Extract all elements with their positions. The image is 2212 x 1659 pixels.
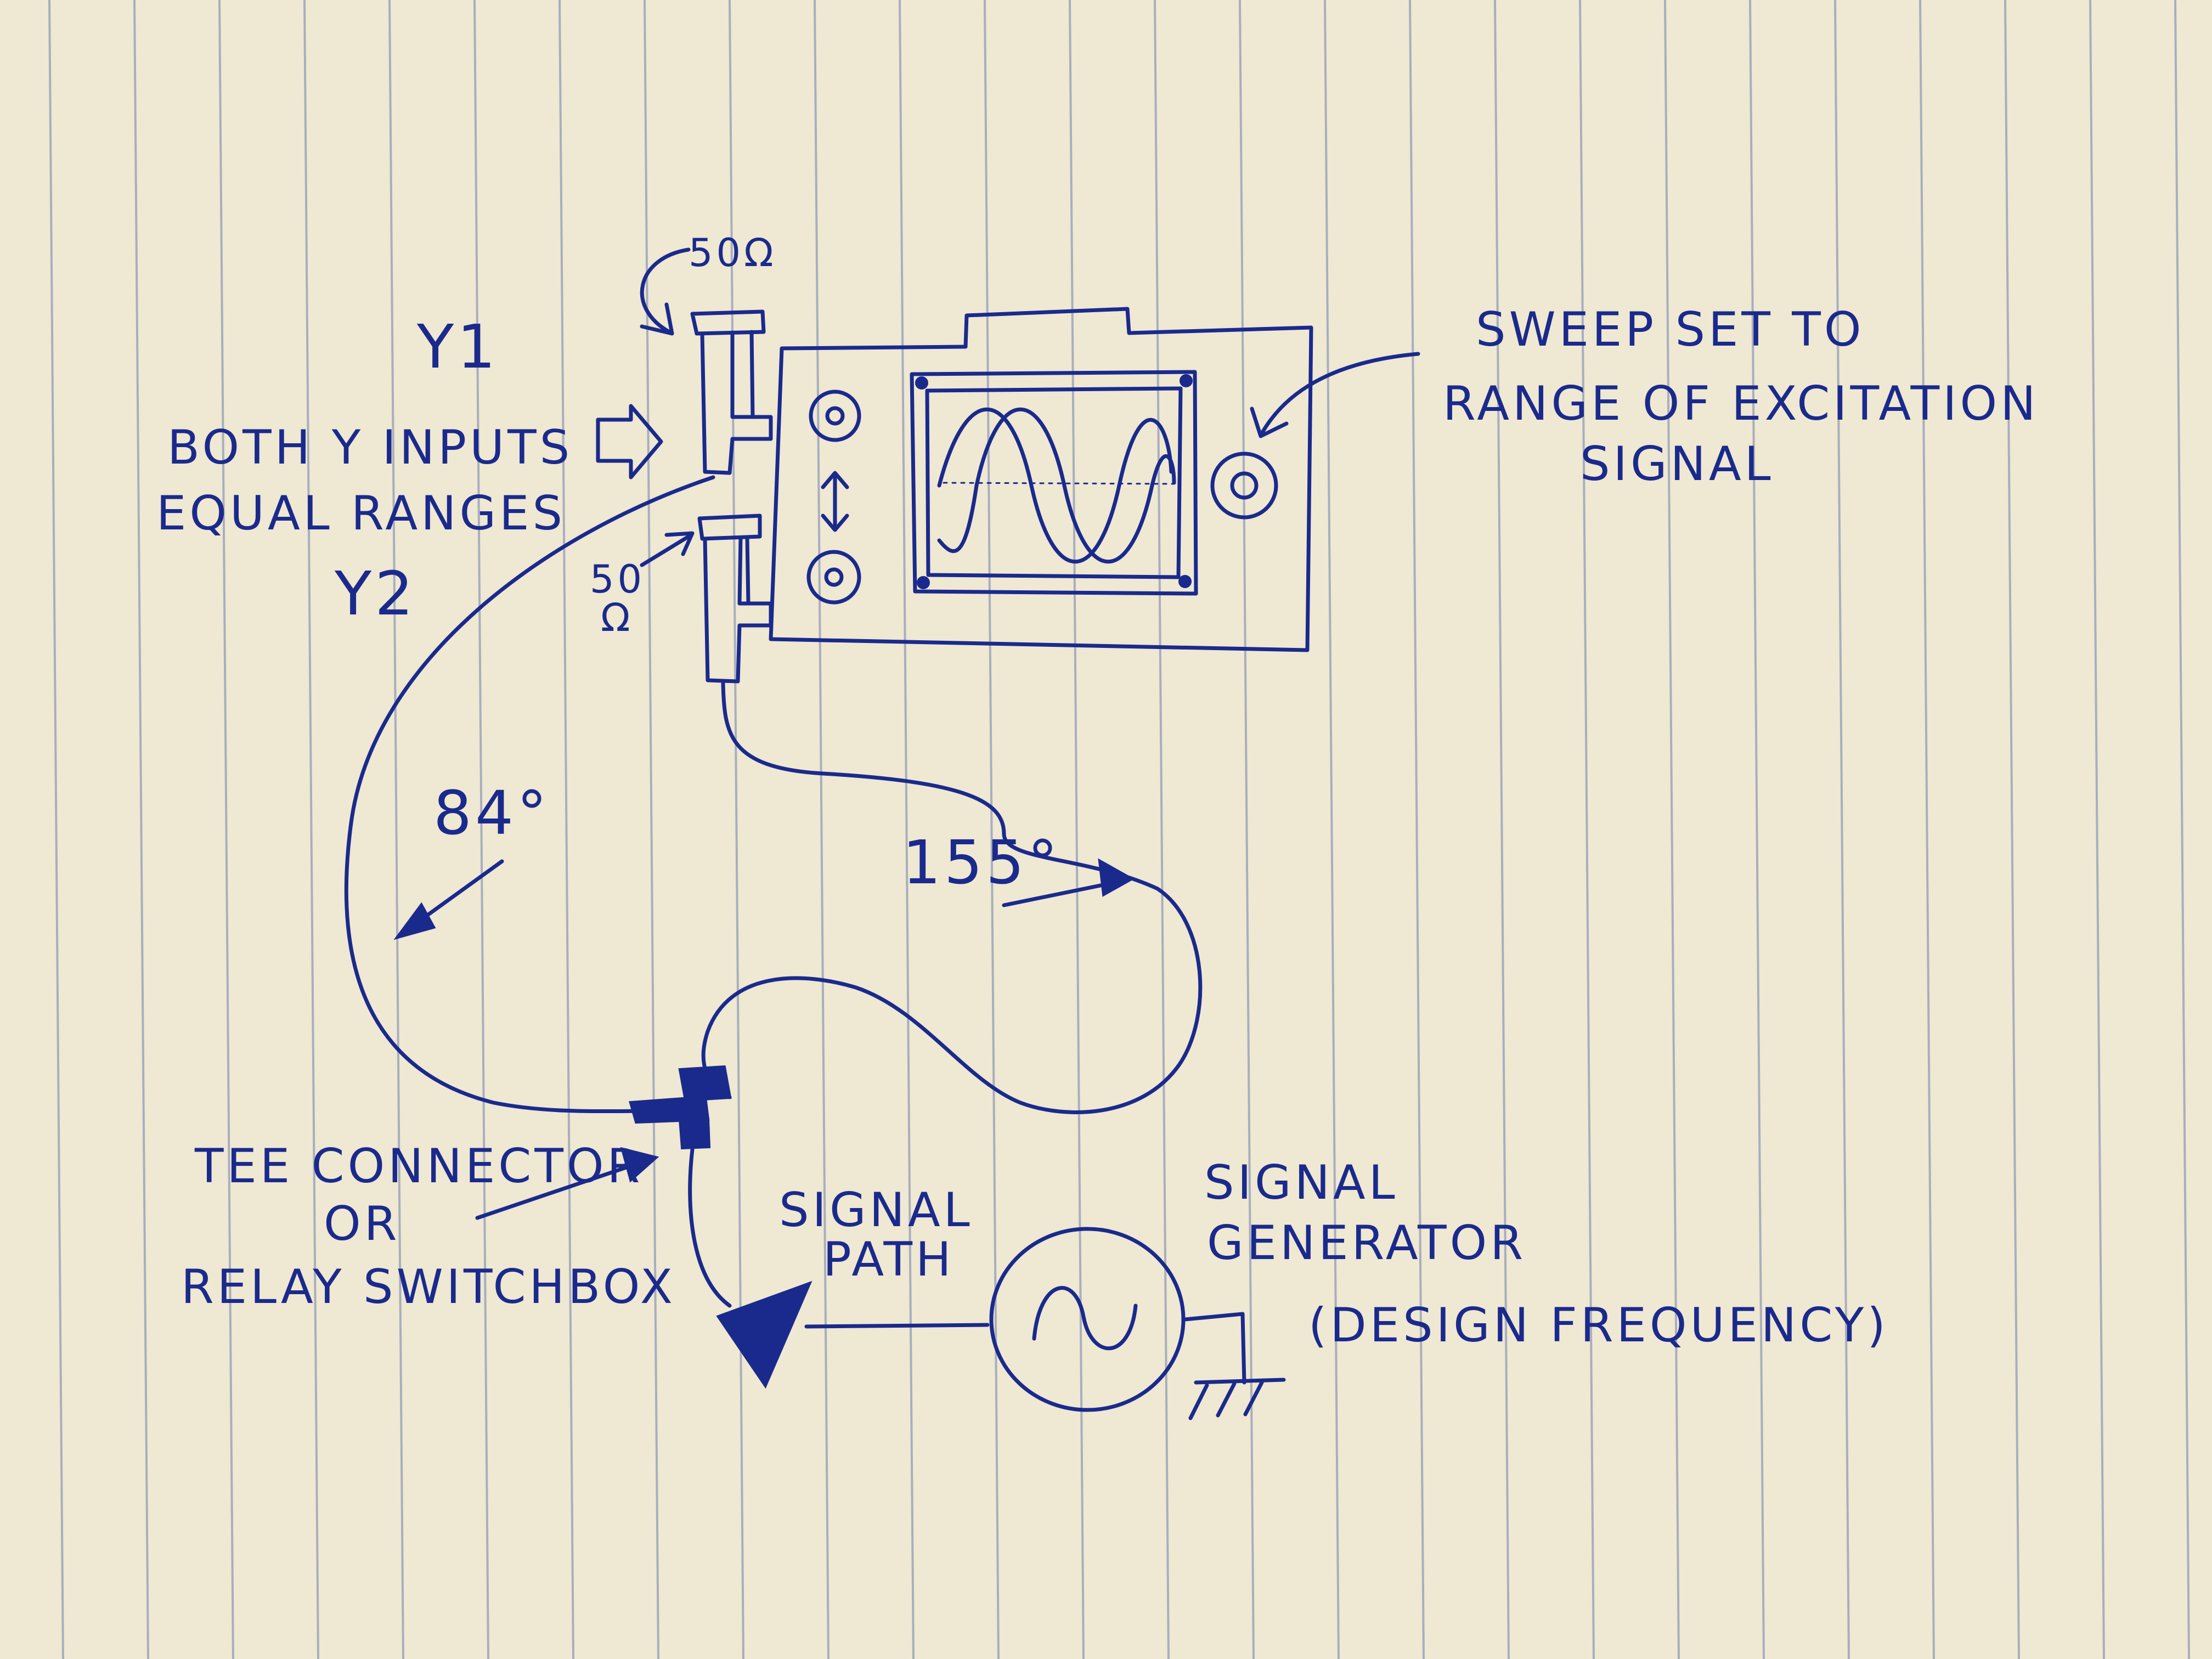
rule-line	[1749, 0, 1765, 1659]
screen-screw-top-right	[1180, 374, 1193, 387]
cable-y2-155deg	[701, 681, 1203, 1114]
label-signal-path-line1: SIGNAL	[779, 1183, 973, 1238]
ch2-knob	[806, 550, 861, 605]
rule-line	[133, 0, 149, 1659]
oscilloscope-body	[769, 307, 1313, 652]
arrow-tee-connector	[475, 1147, 659, 1220]
ch1-knob	[809, 390, 861, 442]
label-tee-line1: TEE CONNECTOR	[194, 1139, 643, 1194]
arrow-sweep	[1250, 352, 1420, 438]
rule-line	[1494, 0, 1510, 1659]
rule-line	[473, 0, 489, 1659]
rule-line	[2089, 0, 2105, 1659]
cable-tee-to-probe	[688, 1147, 732, 1308]
oscilloscope-screen	[925, 386, 1183, 579]
y2-input-connector	[697, 514, 773, 684]
label-sweep-line1: SWEEP SET TO	[1476, 302, 1865, 357]
label-signal-generator-line1: SIGNAL	[1204, 1155, 1398, 1210]
rule-line	[1324, 0, 1340, 1659]
arrow-155deg	[1002, 858, 1135, 907]
label-signal-generator-line3: (DESIGN FREQUENCY)	[1308, 1298, 1889, 1353]
rule-line	[218, 0, 234, 1659]
rule-line	[558, 0, 574, 1659]
trace-sine-wave-2	[937, 407, 1176, 564]
rule-line	[1664, 0, 1680, 1659]
label-signal-path-line2: PATH	[823, 1232, 955, 1287]
label-angle-84: 84°	[433, 778, 550, 848]
label-50ohm-top: 50Ω	[689, 230, 777, 275]
screen-screw-top-left	[915, 376, 928, 390]
cable-y1-84deg	[344, 475, 715, 1114]
rule-line	[388, 0, 404, 1659]
double-arrow-icon	[821, 471, 849, 532]
cable-probe-to-generator	[804, 1323, 990, 1329]
oscilloscope-screen-frame	[910, 370, 1198, 596]
label-both-inputs-line1: BOTH Y INPUTS	[167, 420, 573, 475]
tee-connector	[629, 1065, 732, 1150]
rule-line	[644, 0, 659, 1659]
label-tee-line3: RELAY SWITCHBOX	[181, 1260, 676, 1314]
rule-line	[1069, 0, 1085, 1659]
label-50ohm-bottom-number: 50	[590, 557, 645, 602]
trace-sine-wave-1	[937, 407, 1173, 564]
arrow-84deg	[393, 859, 504, 940]
arrow-50ohm-bottom	[640, 531, 695, 567]
screen-screw-bottom-left	[917, 576, 930, 589]
rule-line	[1154, 0, 1170, 1659]
label-angle-155: 155°	[902, 827, 1061, 898]
rule-line	[1409, 0, 1425, 1659]
ground-icon	[1183, 1312, 1286, 1420]
rule-line	[48, 0, 64, 1659]
rule-line	[984, 0, 1000, 1659]
outline-arrow-icon	[596, 404, 663, 479]
oscilloscope	[769, 307, 1313, 652]
label-y2: Y2	[334, 558, 416, 629]
rule-line	[729, 0, 744, 1659]
rule-line	[303, 0, 319, 1659]
rule-line	[1579, 0, 1595, 1659]
label-50ohm-bottom-unit: Ω	[601, 595, 634, 640]
sweep-knob	[1210, 452, 1278, 520]
sine-source-icon	[1032, 1286, 1138, 1350]
trace-center-line	[943, 482, 1175, 485]
rule-line	[2174, 0, 2190, 1659]
rule-line	[899, 0, 915, 1659]
rule-line	[2004, 0, 2020, 1659]
label-tee-line2: OR	[324, 1197, 400, 1251]
label-y1: Y1	[416, 312, 499, 382]
y1-input-connector	[690, 309, 773, 475]
arrow-50ohm-top	[640, 247, 691, 336]
signal-path-probe-icon	[716, 1280, 812, 1389]
label-sweep-line3: SIGNAL	[1580, 437, 1774, 492]
screen-screw-bottom-right	[1178, 575, 1192, 588]
label-sweep-line2: RANGE OF EXCITATION	[1443, 376, 2039, 431]
signal-generator	[989, 1227, 1186, 1412]
paper-rule-lines	[48, 0, 2190, 1659]
label-signal-generator-line2: GENERATOR	[1207, 1216, 1526, 1271]
label-both-inputs-line2: EQUAL RANGES	[156, 486, 566, 541]
rule-line	[1834, 0, 1850, 1659]
rule-line	[1919, 0, 1935, 1659]
rule-line	[814, 0, 830, 1659]
